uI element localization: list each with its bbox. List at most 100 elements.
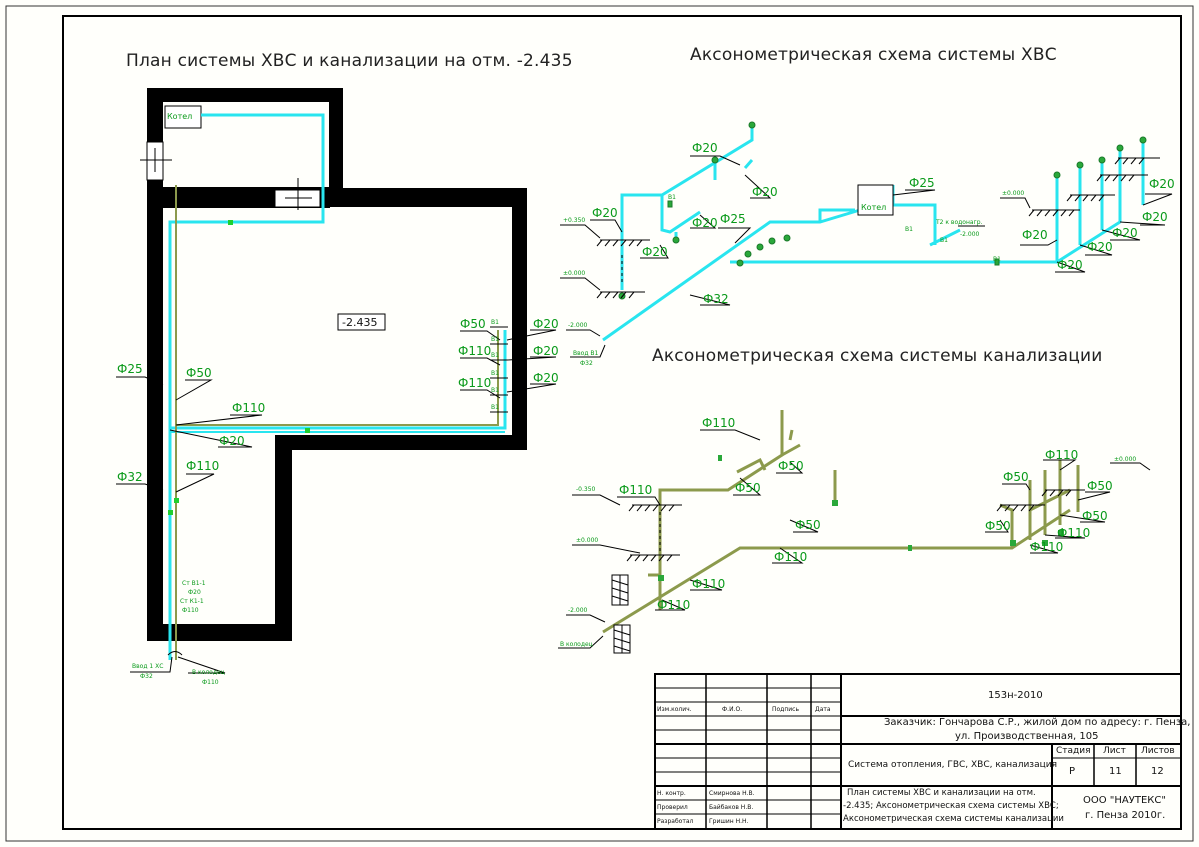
axo-sewer-mark: ±0.000 — [1114, 456, 1137, 463]
plan-level-box — [337, 313, 386, 331]
axo-water-dia: Ф25 — [909, 176, 935, 190]
plan-sewer-out-dia: Ф110 — [202, 679, 219, 686]
axo-boiler-label: Котел — [861, 203, 887, 212]
plan-label-r110b: Ф110 — [458, 376, 492, 390]
plan-water-input: Ввод 1 ХС — [132, 663, 164, 670]
inner-frame — [62, 15, 1182, 830]
tb-customer-line2: ул. Производственная, 105 — [955, 731, 1099, 742]
plan-riser-mark: В1 — [491, 387, 499, 394]
axo-water-dia: Ф20 — [752, 185, 778, 199]
plan-label-d25: Ф25 — [117, 362, 143, 376]
tb-role: Проверил — [657, 804, 688, 811]
plan-leaders — [116, 329, 557, 674]
axo-water-mark: -2.000 — [568, 322, 588, 329]
axo-water-dia: Ф20 — [692, 141, 718, 155]
axo-sewer-leaders — [558, 429, 1151, 649]
axo-water-b1: В1 — [993, 256, 1001, 263]
axo-water-dia: Ф20 — [592, 206, 618, 220]
plan-riser-st2-dia: Ф110 — [182, 607, 199, 614]
tb-sheets: 12 — [1151, 766, 1164, 777]
axo-sewer-out: В колодец — [560, 641, 593, 648]
axo-water-mark: +0.350 — [563, 217, 586, 224]
axo-boiler — [857, 184, 894, 216]
plan-riser-mark: В1 — [491, 319, 499, 326]
axo-sewer-title: Аксонометрическая схема системы канализа… — [652, 346, 1103, 366]
plan-boiler — [164, 105, 202, 129]
tb-sheet-title-1: План системы ХВС и канализации на отм. — [847, 788, 1036, 798]
axo-water-dia: Ф20 — [1022, 228, 1048, 242]
plan-riser-mark: В1 — [491, 336, 499, 343]
tb-person: Гришин Н.Н. — [709, 818, 749, 825]
axo-sewer-dia: Ф110 — [774, 550, 808, 564]
tb-h-date: Дата — [815, 706, 831, 713]
plan-riser-st2: Ст К1-1 — [180, 598, 204, 605]
axo-sewer-fittings — [658, 455, 1064, 581]
outer-frame — [5, 5, 1194, 842]
plan-riser-ticks — [490, 326, 508, 413]
tb-sheet: 11 — [1109, 766, 1122, 777]
axo-water-t2: Т2 к водонагр. — [936, 219, 983, 226]
axo-water-dia: Ф20 — [1112, 226, 1138, 240]
axo-sewer-dia: Ф110 — [657, 598, 691, 612]
tb-h-sign: Подпись — [772, 706, 799, 713]
axo-sewer-dia: Ф110 — [1045, 448, 1079, 462]
plan-label-r20a: Ф20 — [533, 317, 559, 331]
axo-water-b1: В1 — [940, 237, 948, 244]
axo-sewer-dia: Ф110 — [702, 416, 736, 430]
tb-col-sheet: Лист — [1103, 746, 1126, 756]
axo-sewer-mark: ±0.000 — [576, 537, 599, 544]
axo-sewer-dia: Ф50 — [735, 481, 761, 495]
axo-water-pipes — [602, 128, 1145, 342]
tb-system: Система отопления, ГВС, ХВС, канализация — [848, 760, 1057, 770]
axo-sewer-ground-hatch — [626, 489, 1085, 562]
tb-customer-line1: Заказчик: Гончарова С.Р., жилой дом по а… — [884, 717, 1191, 728]
axo-sewer-dia: Ф110 — [1030, 540, 1064, 554]
axo-sewer-mark: -2.000 — [568, 607, 588, 614]
axo-water-mark: -2.000 — [960, 231, 980, 238]
axo-water-title: Аксонометрическая схема системы ХВС — [690, 45, 1057, 65]
tb-col-sheets: Листов — [1141, 746, 1175, 756]
axo-sewer-dia: Ф50 — [778, 459, 804, 473]
axo-water-mark: ±0.000 — [563, 270, 586, 277]
plan-label-d20a: Ф20 — [219, 434, 245, 448]
axo-sewer-wall-hatch — [611, 574, 631, 654]
tb-col-stage: Стадия — [1056, 746, 1091, 756]
axo-water-ground-hatch — [596, 157, 1160, 299]
axo-water-dia: Ф25 — [720, 212, 746, 226]
building-walls — [140, 88, 527, 641]
axo-water-leaders — [560, 155, 1173, 358]
axo-sewer-dia: Ф50 — [1003, 470, 1029, 484]
plan-title: План системы ХВС и канализации на отм. -… — [126, 51, 573, 71]
tb-role: Разработал — [657, 818, 694, 825]
axo-water-dia: Ф20 — [642, 245, 668, 259]
axo-water-dia: Ф20 — [692, 216, 718, 230]
plan-riser-st1-dia: Ф20 — [188, 589, 201, 596]
tb-company-city: г. Пенза 2010г. — [1085, 810, 1166, 821]
axo-sewer-dia: Ф110 — [1057, 526, 1091, 540]
tb-code: 153н-2010 — [988, 690, 1043, 701]
plan-label-r20b: Ф20 — [533, 344, 559, 358]
plan-riser-st1: Ст В1-1 — [182, 580, 206, 587]
plan-label-r20c: Ф20 — [533, 371, 559, 385]
axo-water-input: Ввод В1 — [573, 350, 599, 357]
axo-water-dia: Ф20 — [1142, 210, 1168, 224]
plan-label-d50: Ф50 — [186, 366, 212, 380]
axo-water-dia: Ф20 — [1057, 258, 1083, 272]
axo-sewer-dia: Ф110 — [692, 577, 726, 591]
axo-sewer-mark: -0.350 — [576, 486, 596, 493]
plan-water-input-dia: Ф32 — [140, 673, 153, 680]
plan-sewer-out: В колодец — [192, 669, 225, 676]
axo-water-dia: Ф20 — [1149, 177, 1175, 191]
tb-h-fio: Ф.И.О. — [722, 706, 743, 713]
axo-water-input-dia: Ф32 — [580, 360, 593, 367]
plan-label-d32: Ф32 — [117, 470, 143, 484]
axo-sewer-dia: Ф50 — [985, 519, 1011, 533]
plan-water-pipes — [168, 113, 507, 660]
axo-water-dia: Ф32 — [703, 292, 729, 306]
plan-riser-mark: В1 — [491, 352, 499, 359]
plan-label-r50: Ф50 — [460, 317, 486, 331]
tb-sheet-title-3: Аксонометрическая схема системы канализа… — [843, 814, 1064, 824]
axo-sewer-dia: Ф110 — [619, 483, 653, 497]
